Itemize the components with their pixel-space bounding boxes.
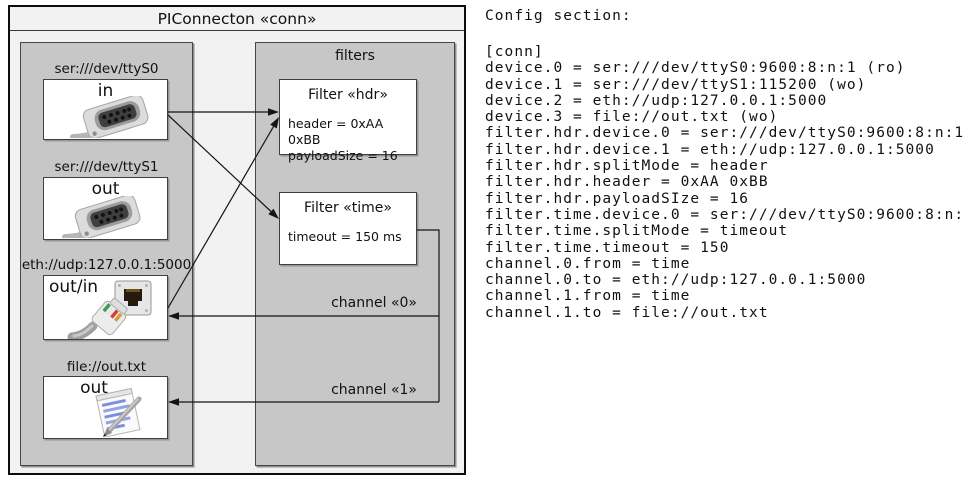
device-url-label: eth://udp:127.0.0.1:5000 [21, 257, 192, 273]
filter-box-time: Filter «time» timeout = 150 ms [279, 192, 417, 265]
device-box-ttyS0: in [43, 79, 168, 140]
ethernet-plug-icon [67, 297, 128, 339]
filter-title: Filter «hdr» [308, 87, 388, 103]
filters-group-title: filters [335, 48, 375, 64]
diagram-title: PIConnecton «conn» [10, 7, 464, 31]
filter-attributes: timeout = 150 ms [288, 229, 402, 244]
diagram-panel: PIConnecton «conn» ser:///dev/ttyS0 in [8, 5, 466, 475]
notepad-icon [95, 387, 142, 437]
config-panel: Config section: [conn] device.0 = ser://… [484, 0, 964, 484]
device-port-label: out/in [49, 277, 99, 297]
channel-0-label: channel «0» [331, 295, 417, 311]
device-box-eth: out/in [43, 275, 168, 340]
config-text: [conn] device.0 = ser:///dev/ttyS0:9600:… [485, 44, 964, 321]
device-url-label: ser:///dev/ttyS1 [54, 159, 159, 175]
filter-attributes: header = 0xAA 0xBB payloadSize = 16 [288, 116, 398, 163]
device-port-label: out [91, 179, 120, 199]
filter-box-hdr: Filter «hdr» header = 0xAA 0xBB payloadS… [279, 79, 417, 163]
device-port-label: out [80, 378, 108, 398]
channel-1-label: channel «1» [331, 382, 417, 398]
config-heading: Config section: [485, 8, 632, 24]
devices-group: ser:///dev/ttyS0 in ser:///dev/ttyS1 [20, 42, 193, 466]
serial-connector-icon [70, 96, 149, 138]
device-url-label: ser:///dev/ttyS0 [54, 61, 159, 77]
device-box-ttyS1: out [43, 177, 168, 240]
filters-group: filters Filter «hdr» header = 0xAA 0xBB … [255, 42, 455, 466]
device-url-label: file://out.txt [66, 359, 147, 375]
device-port-label: in [97, 81, 114, 101]
device-box-file: out [43, 376, 168, 439]
serial-connector-icon [62, 196, 141, 238]
filter-title: Filter «time» [304, 200, 392, 216]
